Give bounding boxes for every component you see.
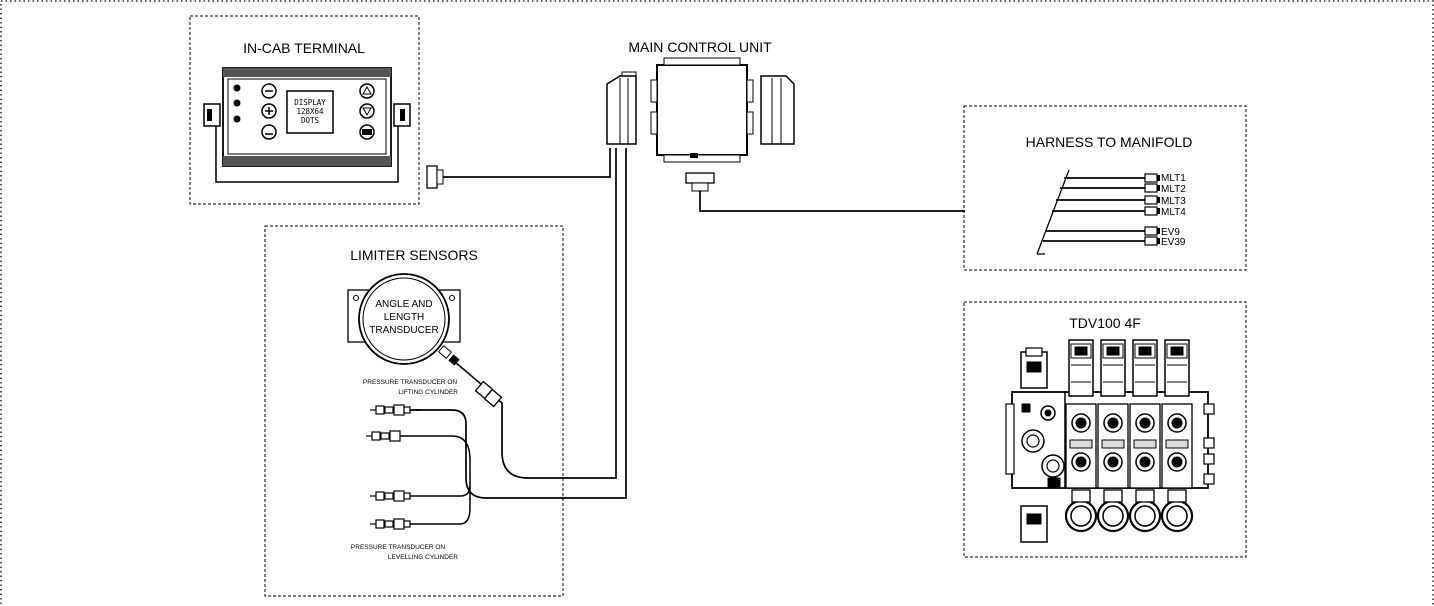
levelling-note: LEVELLING CYLINDER [388, 554, 458, 561]
transducer-label: ANGLE AND [375, 299, 432, 310]
terminal-connector-icon [427, 166, 443, 188]
transducer-cable [490, 148, 616, 478]
mcu-right-plug-icon [761, 76, 794, 144]
terminal-cable [443, 148, 610, 177]
angle-length-transducer: ANGLE AND LENGTH TRANSDUCER [348, 274, 501, 406]
valve-section [1162, 340, 1192, 531]
led-icon [234, 100, 241, 107]
connector-icon [1145, 227, 1157, 235]
connector-label: MLT4 [1161, 207, 1186, 218]
wiring [394, 148, 965, 524]
main-unit-title: MAIN CONTROL UNIT [628, 39, 772, 55]
valve-section [1130, 340, 1160, 531]
levelling-note: PRESSURE TRANSDUCER ON [351, 544, 445, 551]
display-text-line: 128X64 [296, 107, 324, 116]
lifting-pressure-transducer-icon [366, 431, 400, 441]
harness-title: HARNESS TO MANIFOLD [1026, 134, 1193, 150]
mcu-body [651, 58, 753, 162]
enter-key-icon [262, 125, 276, 139]
connector-label: MLT1 [1161, 173, 1186, 184]
transducer-connector-icon [476, 382, 502, 407]
levelling-pressure-transducer-icon [370, 491, 410, 501]
transducer-label: TRANSDUCER [369, 325, 438, 336]
led-icon [234, 85, 241, 92]
display-text-line: DOTS [301, 116, 320, 125]
in-cab-terminal-group: IN-CAB TERMINAL [190, 16, 443, 204]
terminal-device: DISPLAY 128X64 DOTS [204, 68, 410, 182]
valve-section [1098, 340, 1128, 531]
lifting-note: PRESSURE TRANSDUCER ON [363, 379, 457, 386]
valve-section [1066, 340, 1096, 531]
lifting-note: LIFTING CYLINDER [398, 389, 458, 396]
connector-icon [1145, 207, 1157, 215]
harness-cable [700, 191, 965, 211]
mcu-left-plug-icon [607, 72, 636, 144]
connector-icon [1145, 196, 1157, 204]
connector-label: MLT2 [1161, 184, 1186, 195]
levelling-pressure-transducer-icon [370, 519, 410, 529]
valve-group: TDV100 4F [964, 302, 1246, 557]
harness-group: HARNESS TO MANIFOLD MLT1 M [964, 106, 1246, 270]
connector-icon [1145, 174, 1157, 182]
terminal-title: IN-CAB TERMINAL [243, 40, 365, 56]
sensors-title: LIMITER SENSORS [350, 247, 478, 263]
main-control-unit-group: MAIN CONTROL UNIT [607, 39, 794, 191]
transducer-label: LENGTH [384, 312, 425, 323]
connector-icon [1145, 184, 1157, 192]
display-text-line: DISPLAY [294, 98, 326, 107]
lifting-pressure-transducer-icon [370, 405, 410, 415]
connector-label: EV39 [1161, 237, 1186, 248]
connector-label: MLT3 [1161, 196, 1186, 207]
led-icon [234, 116, 241, 123]
limiter-sensors-group: LIMITER SENSORS ANGLE AND LENGTH TRANSDU… [265, 226, 563, 596]
connector-icon [1145, 237, 1157, 245]
mcu-bottom-plug-icon [686, 173, 714, 191]
valve-title: TDV100 4F [1069, 315, 1141, 331]
